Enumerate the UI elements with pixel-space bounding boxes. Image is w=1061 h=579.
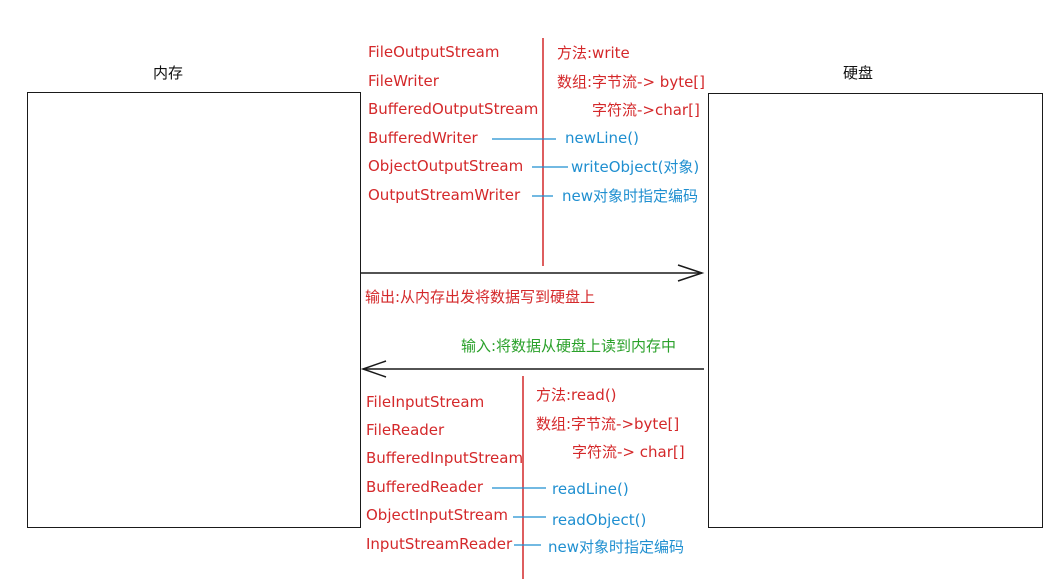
output-data-label: 数组:字节流-> byte[] (557, 73, 706, 91)
input-class-2: BufferedInputStream (366, 449, 524, 467)
output-char-label: 字符流->char[] (592, 101, 700, 119)
input-data-label: 数组:字节流->byte[] (536, 415, 680, 433)
output-class-4: ObjectOutputStream (368, 157, 524, 175)
output-arrow-caption: 输出:从内存出发将数据写到硬盘上 (365, 288, 596, 306)
memory-title: 内存 (153, 64, 184, 82)
output-class-1: FileWriter (368, 72, 439, 90)
object-output-method: writeObject(对象) (571, 158, 700, 176)
input-class-0: FileInputStream (366, 393, 485, 411)
disk-title: 硬盘 (843, 64, 874, 82)
input-arrowhead (360, 360, 387, 378)
input-class-5: InputStreamReader (366, 535, 513, 553)
input-arrow-caption: 输入:将数据从硬盘上读到内存中 (461, 337, 677, 355)
output-class-5: OutputStreamWriter (368, 186, 521, 204)
output-arrowhead (677, 264, 705, 282)
input-class-1: FileReader (366, 421, 445, 439)
output-class-3: BufferedWriter (368, 129, 478, 147)
output-class-0: FileOutputStream (368, 43, 500, 61)
input-char-label: 字符流-> char[] (572, 443, 685, 461)
buffered-writer-method: newLine() (565, 129, 639, 147)
memory-box (27, 92, 361, 528)
buffered-reader-method: readLine() (552, 480, 629, 498)
output-class-2: BufferedOutputStream (368, 100, 539, 118)
input-class-3: BufferedReader (366, 478, 484, 496)
input-method-label: 方法:read() (536, 386, 617, 404)
object-input-method: readObject() (552, 511, 647, 529)
disk-box (708, 93, 1043, 528)
isr-method: new对象时指定编码 (548, 538, 685, 556)
input-class-4: ObjectInputStream (366, 506, 508, 524)
osw-method: new对象时指定编码 (562, 187, 699, 205)
output-method-label: 方法:write (557, 44, 630, 62)
